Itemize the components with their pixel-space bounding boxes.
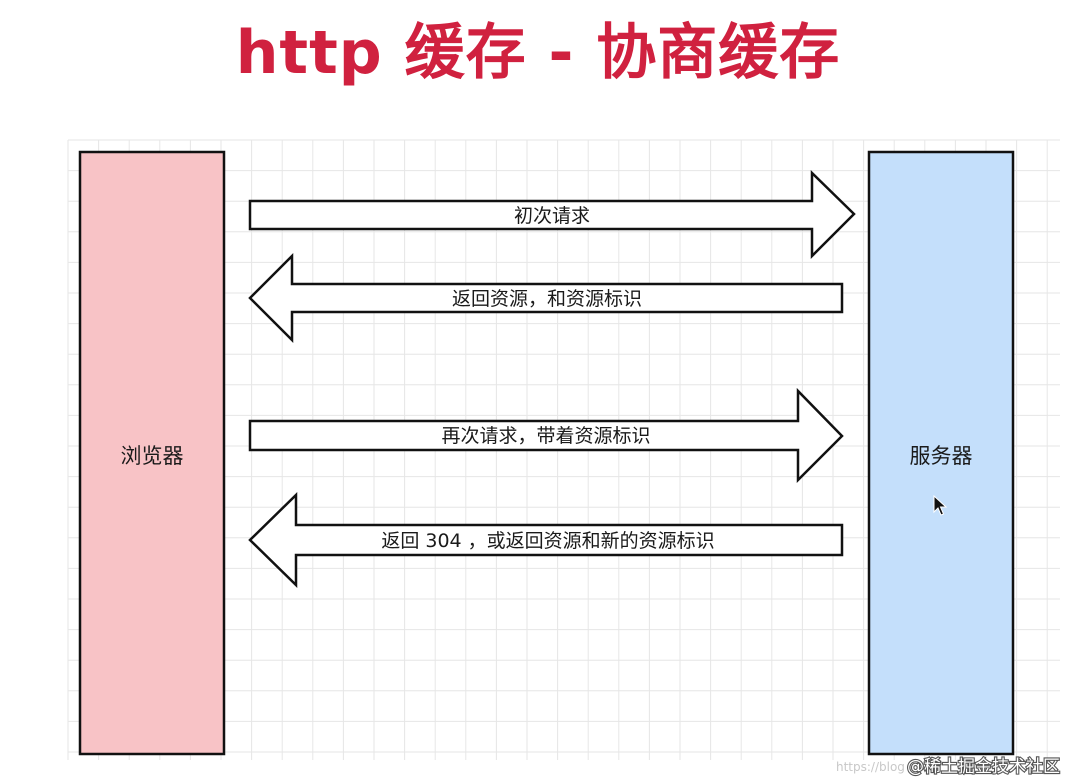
browser-box [78, 150, 226, 756]
server-label: 服务器 [910, 444, 973, 468]
arrow-right-shape [248, 387, 844, 484]
arrow-left-shape [248, 252, 844, 344]
arrow-initial-request: 初次请求 [248, 170, 856, 260]
page-title: http 缓存 - 协商缓存 [235, 18, 841, 88]
arrow-return-304: 返回 304 ，或返回资源和新的资源标识 [248, 492, 844, 588]
browser-label: 浏览器 [121, 444, 184, 468]
server-box [867, 150, 1015, 756]
arrow-label: 初次请求 [514, 205, 590, 227]
watermark: https://blog @稀土掘金技术社区 [836, 756, 1061, 778]
browser-node: 浏览器 [78, 150, 226, 756]
arrow-right-shape [248, 170, 856, 260]
mouse-pointer-icon [933, 494, 948, 516]
arrow-label: 再次请求，带着资源标识 [441, 425, 650, 447]
watermark-text: @稀土掘金技术社区 [907, 757, 1060, 777]
arrow-left-shape [248, 492, 844, 588]
arrow-return-resource: 返回资源，和资源标识 [248, 252, 844, 344]
server-node: 服务器 [867, 150, 1015, 756]
arrow-label: 返回资源，和资源标识 [452, 288, 642, 310]
watermark-url: https://blog [836, 760, 905, 774]
arrow-label: 返回 304 ，或返回资源和新的资源标识 [381, 530, 714, 552]
arrow-repeat-request: 再次请求，带着资源标识 [248, 387, 844, 484]
